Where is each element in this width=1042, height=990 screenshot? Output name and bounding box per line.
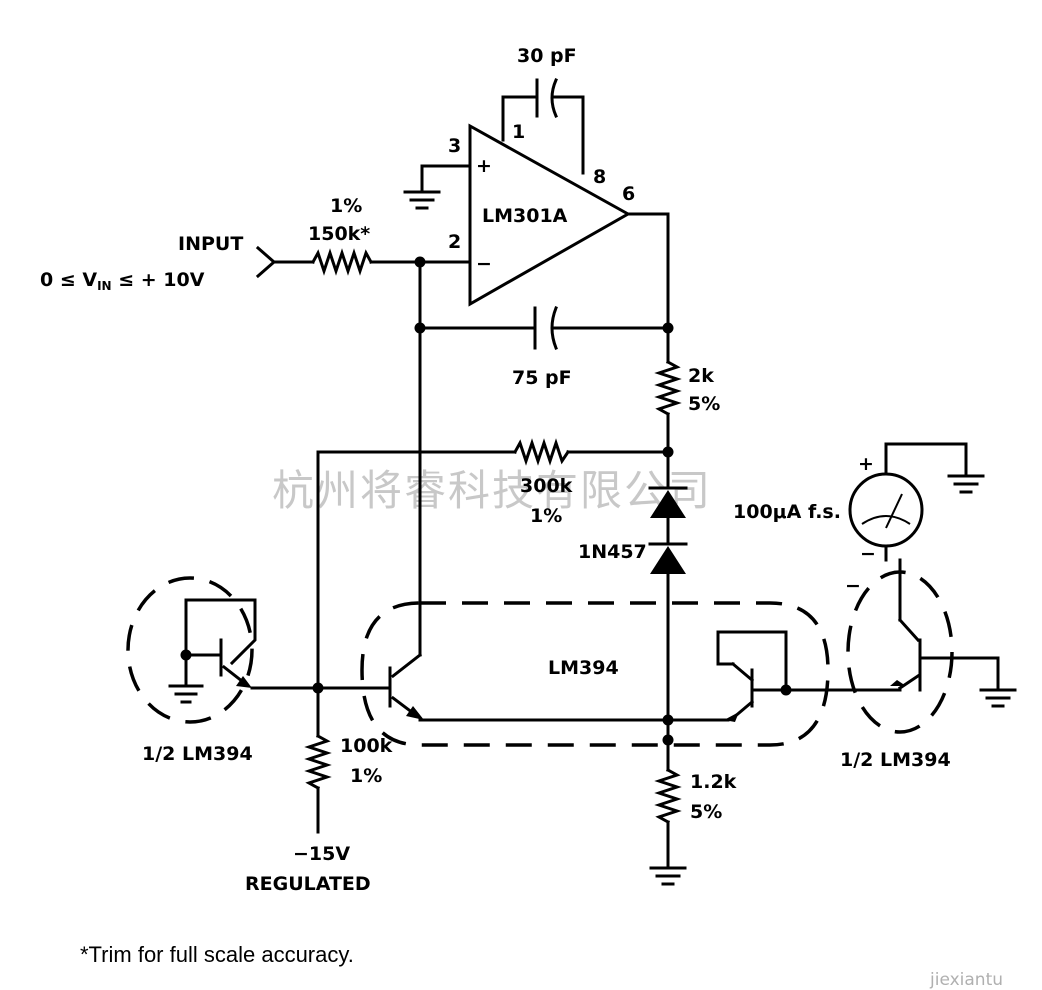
resistor-2k: 2k 5% xyxy=(654,359,720,454)
capacitor-75pf: 75 pF xyxy=(418,306,670,389)
input-range: 0 ≤ VIN ≤ + 10V xyxy=(40,269,205,293)
capacitor-30pf: 30 pF xyxy=(501,45,585,175)
meter-minus-pin: − xyxy=(845,575,861,597)
diode-label: 1N457 xyxy=(578,541,647,563)
resistor-300k: 300k 1% xyxy=(316,438,670,717)
r-1k2-val: 1.2k xyxy=(690,771,737,793)
input-section: INPUT 0 ≤ VIN ≤ + 10V 1% 150k* xyxy=(40,195,472,293)
transistor-left: 1/2 LM394 xyxy=(126,576,320,765)
r-in-val: 150k* xyxy=(308,223,370,245)
opamp-minus-sign: − xyxy=(476,253,492,275)
resistor-1k2: 1.2k 5% xyxy=(649,718,737,886)
r-300k-tol: 1% xyxy=(530,505,562,527)
opamp-lm301a: LM301A + − 3 2 1 8 6 xyxy=(448,121,635,307)
meter-minus: − xyxy=(860,543,876,565)
supply-note: REGULATED xyxy=(245,873,371,895)
left-lm394-label: 1/2 LM394 xyxy=(142,743,253,765)
right-lm394-label: 1/2 LM394 xyxy=(840,749,951,771)
footnote: *Trim for full scale accuracy. xyxy=(80,942,354,967)
transistor-right: 1/2 LM394 xyxy=(840,558,1017,771)
lm394-center-label: LM394 xyxy=(548,657,619,679)
pin-2-label: 2 xyxy=(448,231,461,253)
supply-voltage: −15V xyxy=(293,843,350,865)
r-100k-tol: 1% xyxy=(350,765,382,787)
input-label: INPUT xyxy=(178,233,243,255)
plus-input-ground xyxy=(403,164,472,210)
watermark-company: 杭州将睿科技有限公司 xyxy=(272,466,712,515)
r-2k-val: 2k xyxy=(688,365,714,387)
pin-1-label: 1 xyxy=(512,121,525,143)
meter-label: 100μA f.s. xyxy=(733,501,841,523)
r-1k2-tol: 5% xyxy=(690,801,722,823)
r-2k-tol: 5% xyxy=(688,393,720,415)
resistor-100k: 100k 1% −15V REGULATED xyxy=(245,686,393,895)
meter-plus: + xyxy=(858,453,874,475)
r-300k-val: 300k xyxy=(520,475,573,497)
watermark-site: jiexiantu xyxy=(929,970,1003,990)
opamp-plus-sign: + xyxy=(476,155,492,177)
pin-6-label: 6 xyxy=(622,183,635,205)
r-in-tol: 1% xyxy=(330,195,362,217)
lm394-pair: LM394 xyxy=(316,601,902,747)
cap-75pf-label: 75 pF xyxy=(512,367,572,389)
opamp-name: LM301A xyxy=(482,205,568,227)
pin-8-label: 8 xyxy=(593,166,606,188)
r-100k-val: 100k xyxy=(340,735,393,757)
cap-30pf-label: 30 pF xyxy=(517,45,577,67)
pin-3-label: 3 xyxy=(448,135,461,157)
meter-100ua: + − − 100μA f.s. xyxy=(733,442,985,597)
diode-1n457: 1N457 xyxy=(578,450,688,722)
